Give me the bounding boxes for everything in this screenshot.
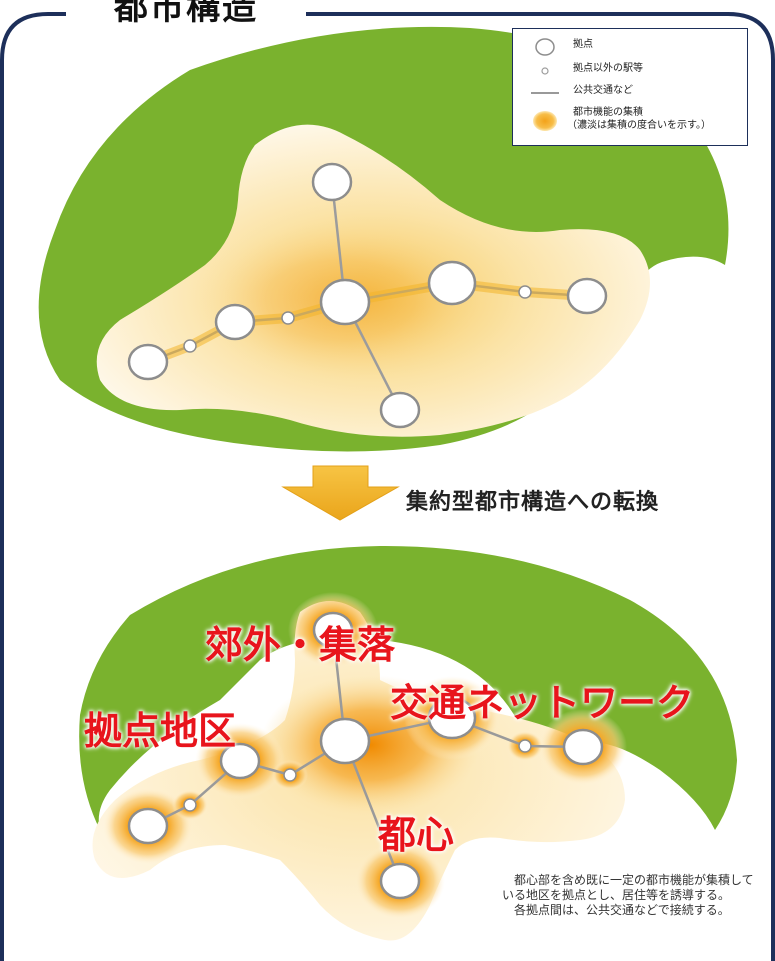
- station-node: [518, 739, 532, 753]
- hub-node-center: [319, 717, 371, 765]
- transit-line-icon: [531, 92, 559, 94]
- station-node: [518, 285, 532, 299]
- transition-arrow: [281, 465, 400, 521]
- hub-node: [312, 611, 354, 649]
- bottom-green-area: [79, 545, 737, 830]
- legend-item-hub: 拠点: [513, 37, 749, 57]
- bottom-diagram: [79, 545, 737, 941]
- top-diagram: [38, 26, 729, 452]
- hub-node-center: [319, 278, 371, 326]
- station-node: [183, 798, 197, 812]
- page-title: 都市構造: [66, 0, 306, 30]
- hub-node: [566, 277, 608, 315]
- station-node: [281, 311, 295, 325]
- top-main-corridor: [143, 277, 592, 367]
- frame-border: [0, 12, 775, 961]
- legend-item-transit: 公共交通など: [513, 83, 749, 103]
- station-node: [283, 768, 297, 782]
- hub-node: [214, 303, 256, 341]
- legend-label: 拠点: [573, 39, 593, 50]
- legend-label: 公共交通など: [573, 85, 633, 96]
- hub-circle-icon: [535, 38, 555, 56]
- label-hub-district: 拠点地区: [84, 709, 237, 753]
- legend: 拠点 拠点以外の駅等 公共交通など 都市機能の集積 （濃淡は集積の度合いを示す。…: [512, 28, 748, 146]
- hub-node: [219, 742, 261, 780]
- label-network: 交通ネットワーク: [390, 681, 695, 725]
- station-node: [183, 339, 197, 353]
- legend-label: 拠点以外の駅等: [573, 63, 643, 74]
- hub-node: [311, 162, 353, 202]
- transition-label: 集約型都市構造への転換: [406, 490, 660, 515]
- hub-node: [427, 260, 477, 306]
- concentration-blob-icon: [533, 111, 557, 131]
- hub-node: [427, 696, 477, 740]
- bottom-nodes: [127, 611, 604, 900]
- label-center: 都心: [378, 813, 455, 857]
- note-line: 都心部を含め既に一定の都市機能が集積している地区を拠点とし、居住等を誘導する。: [502, 873, 754, 902]
- station-dot-icon: [541, 67, 549, 75]
- note-line: 各拠点間は、公共交通などで接続する。: [514, 903, 730, 917]
- legend-item-concentration: 都市機能の集積 （濃淡は集積の度合いを示す。）: [513, 105, 749, 139]
- hub-node: [127, 807, 169, 845]
- legend-item-station: 拠点以外の駅等: [513, 61, 749, 81]
- hub-node: [379, 391, 421, 429]
- top-nodes: [127, 162, 608, 429]
- hub-node: [562, 728, 604, 766]
- hub-node: [127, 343, 169, 381]
- legend-sublabel: （濃淡は集積の度合いを示す。）: [567, 120, 711, 131]
- legend-label: 都市機能の集積: [573, 107, 643, 118]
- explanatory-note: 都心部を含め既に一定の都市機能が集積している地区を拠点とし、居住等を誘導する。 …: [502, 873, 764, 918]
- hub-node: [379, 862, 421, 900]
- label-suburb: 郊外・集落: [205, 623, 396, 667]
